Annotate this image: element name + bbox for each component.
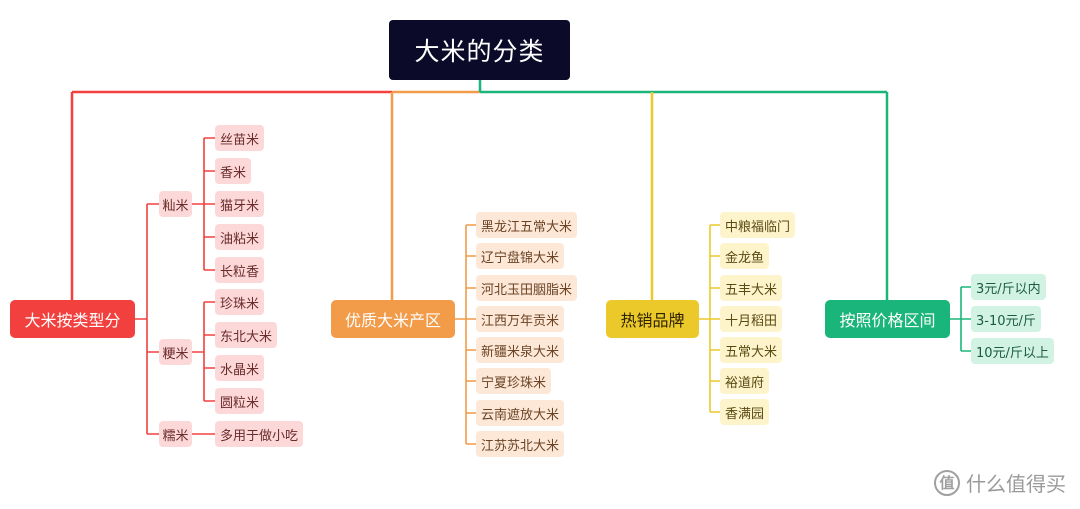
leaf-price-item: 3元/斤以内 xyxy=(971,274,1046,300)
leaf-region-item: 江西万年贡米 xyxy=(476,306,565,332)
leaf-glutinous-item: 多用于做小吃 xyxy=(215,421,304,447)
leaf-brand-item: 金龙鱼 xyxy=(720,243,770,269)
leaf-indica-item: 油粘米 xyxy=(215,224,265,250)
leaf-region-item: 云南遮放大米 xyxy=(476,400,565,426)
leaf-region-item: 黑龙江五常大米 xyxy=(476,212,578,238)
branch-price-range: 按照价格区间 xyxy=(825,300,950,338)
branch-quality-regions: 优质大米产区 xyxy=(331,300,455,338)
root-node-title: 大米的分类 xyxy=(389,20,570,80)
leaf-indica-item: 丝苗米 xyxy=(215,125,265,151)
leaf-japonica-item: 东北大米 xyxy=(215,322,278,348)
leaf-indica-item: 猫牙米 xyxy=(215,191,265,217)
group-indica: 籼米 xyxy=(159,191,192,217)
leaf-brand-item: 中粮福临门 xyxy=(720,212,796,238)
leaf-brand-item: 五常大米 xyxy=(720,337,783,363)
leaf-brand-item: 裕道府 xyxy=(720,368,770,394)
leaf-price-item: 10元/斤以上 xyxy=(971,338,1054,364)
leaf-indica-item: 长粒香 xyxy=(215,257,265,283)
leaf-price-item: 3-10元/斤 xyxy=(971,306,1041,332)
branch-rice-by-type: 大米按类型分 xyxy=(10,300,135,338)
leaf-japonica-item: 水晶米 xyxy=(215,355,265,381)
group-japonica: 粳米 xyxy=(159,339,192,365)
leaf-brand-item: 五丰大米 xyxy=(720,275,783,301)
leaf-indica-item: 香米 xyxy=(215,158,252,184)
leaf-region-item: 河北玉田胭脂米 xyxy=(476,275,578,301)
leaf-japonica-item: 珍珠米 xyxy=(215,289,265,315)
leaf-region-item: 江苏苏北大米 xyxy=(476,431,565,457)
leaf-japonica-item: 圆粒米 xyxy=(215,388,265,414)
watermark: 值 什么值得买 xyxy=(934,468,1066,497)
leaf-brand-item: 香满园 xyxy=(720,399,770,425)
leaf-region-item: 辽宁盘锦大米 xyxy=(476,243,565,269)
smzdm-logo-icon: 值 xyxy=(934,469,960,496)
watermark-text: 什么值得买 xyxy=(966,472,1066,496)
leaf-region-item: 新疆米泉大米 xyxy=(476,337,565,363)
leaf-region-item: 宁夏珍珠米 xyxy=(476,368,552,394)
group-glutinous: 糯米 xyxy=(159,421,192,447)
leaf-brand-item: 十月稻田 xyxy=(720,306,783,332)
branch-hot-brands: 热销品牌 xyxy=(606,300,699,338)
